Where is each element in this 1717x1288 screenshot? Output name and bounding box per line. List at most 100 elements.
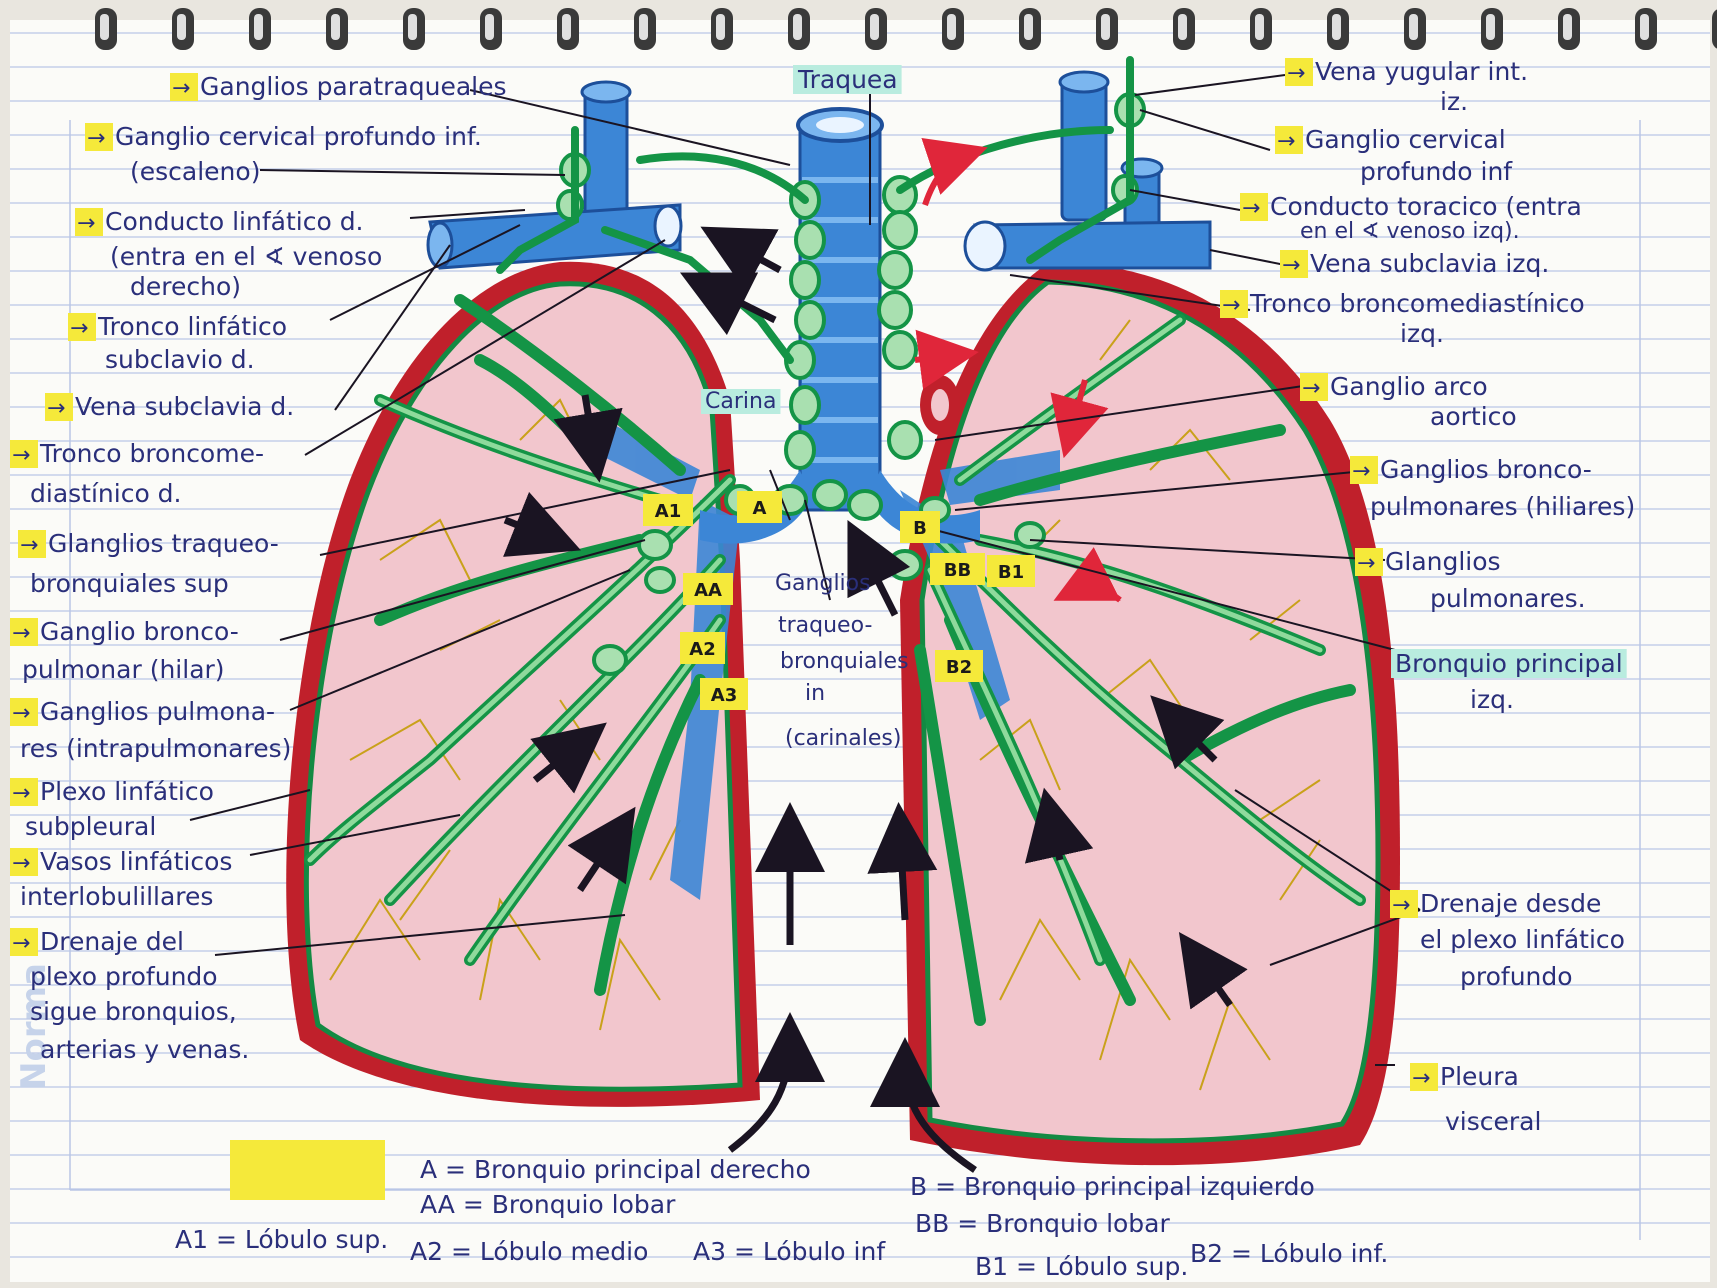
label-ganglios-paratraqueales: →Ganglios paratraqueales bbox=[170, 72, 507, 101]
tag-label: AA bbox=[694, 580, 722, 601]
svg-text:→: → bbox=[1277, 129, 1295, 154]
label-text: Carina bbox=[705, 389, 776, 414]
label-drenaje-der-3: sigue bronquios, bbox=[30, 997, 237, 1026]
svg-text:→: → bbox=[12, 781, 30, 806]
label-text: Tronco broncomediastínico bbox=[1249, 289, 1585, 318]
label-text: Vena yugular int. bbox=[1315, 57, 1528, 86]
label-text: Ganglios bbox=[775, 571, 871, 596]
label-plexo-1: → Plexo linfático bbox=[10, 777, 214, 806]
label-drenaje-der-2: plexo profundo bbox=[30, 962, 218, 991]
svg-text:→: → bbox=[70, 316, 88, 341]
label-text: diastínico d. bbox=[30, 479, 182, 508]
label-text: profundo bbox=[1460, 962, 1573, 991]
tag-label: A3 bbox=[711, 685, 737, 706]
label-vena-subclavia-d: →Vena subclavia d. bbox=[45, 392, 294, 421]
legend-b1: B1 = Lóbulo sup. bbox=[975, 1252, 1188, 1281]
label-text: traqueo- bbox=[778, 613, 872, 638]
svg-text:→: → bbox=[1357, 551, 1375, 576]
label-bronquio-izq-1: Bronquio principal bbox=[1391, 649, 1627, 678]
label-text: Bronquio principal bbox=[1395, 649, 1623, 678]
label-text: Ganglio bronco- bbox=[40, 617, 239, 646]
legend-b: B = Bronquio principal izquierdo bbox=[910, 1172, 1315, 1201]
label-text: Glanglios traqueo- bbox=[48, 529, 279, 558]
label-conducto-linfatico-3: derecho) bbox=[130, 272, 241, 301]
label-text: Ganglio arco bbox=[1330, 372, 1488, 401]
label-conducto-toracico-1: →Conducto toracico (entra bbox=[1240, 192, 1582, 221]
label-drenaje-der-1: →Drenaje del bbox=[10, 927, 184, 956]
label-ganglios-hiliares-2: pulmonares (hiliares) bbox=[1370, 492, 1635, 521]
label-vena-yugular-1: →Vena yugular int. bbox=[1285, 57, 1528, 86]
legend-a: A = Bronquio principal derecho bbox=[420, 1155, 811, 1184]
label-ganglio-arco-2: aortico bbox=[1430, 402, 1517, 431]
label-text: derecho) bbox=[130, 272, 241, 301]
label-text: Vena subclavia d. bbox=[75, 392, 294, 421]
label-text: subclavio d. bbox=[105, 345, 255, 374]
label-carina: Carina bbox=[701, 389, 780, 414]
label-text: sigue bronquios, bbox=[30, 997, 237, 1026]
label-text: Ganglio cervical profundo inf. bbox=[115, 122, 482, 151]
tag-label: B bbox=[913, 518, 927, 539]
label-vasos-1: →Vasos linfáticos bbox=[10, 847, 232, 876]
label-text: pulmonares (hiliares) bbox=[1370, 492, 1635, 521]
tag-bb: BB bbox=[930, 553, 985, 585]
tag-aa: AA bbox=[683, 573, 733, 605]
label-text: pulmonar (hilar) bbox=[22, 655, 225, 684]
label-drenaje-izq-2: el plexo linfático bbox=[1420, 925, 1625, 954]
label-text: arterias y venas. bbox=[40, 1035, 249, 1064]
label-text: izq. bbox=[1470, 685, 1514, 714]
svg-text:→: → bbox=[1282, 253, 1300, 278]
label-text: en el ∢ venoso izq). bbox=[1300, 219, 1520, 244]
tag-label: BB bbox=[944, 560, 971, 581]
label-text: Traquea bbox=[797, 65, 898, 94]
label-ganglios-hiliares-1: → Ganglios bronco- bbox=[1350, 455, 1592, 484]
yellow-swatch bbox=[230, 1140, 385, 1200]
legend-bb: BB = Bronquio lobar bbox=[915, 1209, 1170, 1238]
label-plexo-2: subpleural bbox=[25, 812, 156, 841]
label-ganglios-inf-2: traqueo- bbox=[778, 613, 872, 638]
label-ganglio-cervical-izq-1: →Ganglio cervical bbox=[1275, 125, 1506, 154]
svg-text:→: → bbox=[1412, 1066, 1430, 1091]
label-tronco-bronco-izq-1: → Tronco broncomediastínico bbox=[1220, 289, 1585, 318]
label-ganglios-inf-5: (carinales) bbox=[785, 726, 901, 751]
svg-text:→: → bbox=[12, 851, 30, 876]
svg-text:→: → bbox=[1222, 293, 1240, 318]
svg-text:→: → bbox=[1242, 196, 1260, 221]
label-text: izq. bbox=[1400, 319, 1444, 348]
tag-label: A1 bbox=[655, 501, 681, 522]
label-drenaje-der-4: arterias y venas. bbox=[40, 1035, 249, 1064]
tag-label: B2 bbox=[946, 657, 972, 678]
tag-a3: A3 bbox=[700, 678, 748, 710]
label-text: profundo inf bbox=[1360, 157, 1513, 186]
legend-a1: A1 = Lóbulo sup. bbox=[175, 1225, 388, 1254]
label-ganglio-bronco-2: pulmonar (hilar) bbox=[22, 655, 225, 684]
svg-text:→: → bbox=[77, 211, 95, 236]
label-text: Ganglios bronco- bbox=[1380, 455, 1592, 484]
svg-text:→: → bbox=[12, 621, 30, 646]
label-conducto-linfatico-2: (entra en el ∢ venoso bbox=[110, 242, 382, 271]
label-text: interlobulillares bbox=[20, 882, 213, 911]
label-text: visceral bbox=[1445, 1107, 1541, 1136]
label-text: iz. bbox=[1440, 87, 1468, 116]
svg-text:→: → bbox=[1352, 459, 1370, 484]
label-conducto-toracico-2: en el ∢ venoso izq). bbox=[1300, 219, 1520, 244]
label-text: plexo profundo bbox=[30, 962, 218, 991]
svg-text:→: → bbox=[87, 126, 105, 151]
label-vasos-2: interlobulillares bbox=[20, 882, 213, 911]
label-text: (entra en el ∢ venoso bbox=[110, 242, 382, 271]
svg-text:→: → bbox=[20, 533, 38, 558]
tag-a: A bbox=[737, 491, 782, 523]
label-text: Tronco broncome- bbox=[39, 439, 264, 468]
label-pleura-2: visceral bbox=[1445, 1107, 1541, 1136]
svg-text:→: → bbox=[172, 76, 190, 101]
label-text: bronquiales bbox=[780, 649, 909, 674]
label-text: Plexo linfático bbox=[40, 777, 214, 806]
label-tronco-bronco-d-2: diastínico d. bbox=[30, 479, 182, 508]
label-tronco-bronco-d-1: →Tronco broncome- bbox=[10, 439, 264, 468]
label-drenaje-izq-1: →Drenaje desde bbox=[1390, 889, 1601, 918]
tag-b2: B2 bbox=[935, 650, 983, 682]
tag-b1: B1 bbox=[987, 555, 1035, 587]
label-text: Ganglios pulmona- bbox=[40, 697, 275, 726]
label-vena-subclavia-izq: →Vena subclavia izq. bbox=[1280, 249, 1549, 278]
